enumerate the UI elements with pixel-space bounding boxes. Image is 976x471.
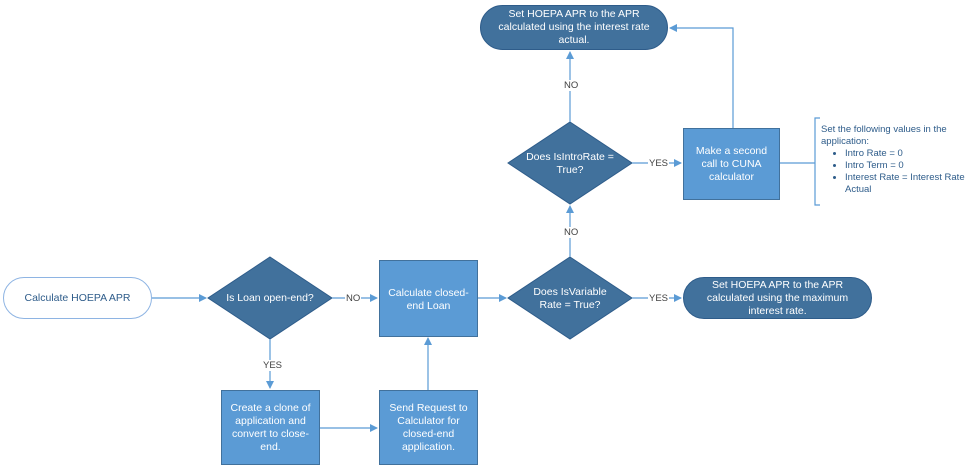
edge-label-intro-yes: YES: [648, 158, 670, 169]
edge-label-variable-yes: YES: [648, 293, 670, 304]
set-actual-terminal: Set HOEPA APR to the APR calculated usin…: [480, 5, 668, 50]
annotation-note: Set the following values in the applicat…: [821, 124, 971, 196]
note-item: Interest Rate = Interest Rate Actual: [845, 172, 971, 196]
create-clone-process: Create a clone of application and conver…: [221, 390, 320, 465]
is-intro-label: Does IsIntroRate = True?: [526, 151, 614, 176]
set-max-terminal: Set HOEPA APR to the APR calculated usin…: [683, 277, 872, 319]
note-bracket: [814, 117, 820, 206]
edge-label-variable-no: NO: [563, 227, 580, 238]
calc-closed-end-process: Calculate closed-end Loan: [379, 260, 478, 337]
edge-second-call-to-set-actual: [669, 24, 734, 128]
second-call-process: Make a second call to CUNA calculator: [683, 128, 780, 200]
decision-is-intro: [507, 121, 633, 205]
start-terminal: Calculate HOEPA APR: [3, 277, 152, 319]
create-clone-label: Create a clone of application and conver…: [230, 401, 311, 453]
start-label: Calculate HOEPA APR: [24, 291, 131, 304]
edge-label-intro-no: NO: [563, 80, 580, 91]
is-variable-label: Does IsVariable Rate = True?: [533, 286, 607, 311]
second-call-label: Make a second call to CUNA calculator: [695, 144, 768, 183]
send-request-process: Send Request to Calculator for closed-en…: [379, 390, 478, 465]
is-open-end-label: Is Loan open-end?: [226, 291, 314, 304]
send-request-label: Send Request to Calculator for closed-en…: [389, 401, 468, 453]
set-max-label: Set HOEPA APR to the APR calculated usin…: [706, 278, 849, 317]
note-list: Intro Rate = 0 Intro Term = 0 Interest R…: [821, 148, 971, 196]
set-actual-label: Set HOEPA APR to the APR calculated usin…: [498, 8, 650, 46]
decision-is-variable: [507, 256, 633, 340]
note-item: Intro Term = 0: [845, 160, 971, 172]
note-item: Intro Rate = 0: [845, 148, 971, 160]
calc-closed-end-label: Calculate closed-end Loan: [388, 287, 469, 312]
edge-label-open-end-no: NO: [345, 293, 362, 304]
edge-label-open-end-yes: YES: [262, 360, 284, 371]
note-intro: Set the following values in the applicat…: [821, 124, 947, 147]
